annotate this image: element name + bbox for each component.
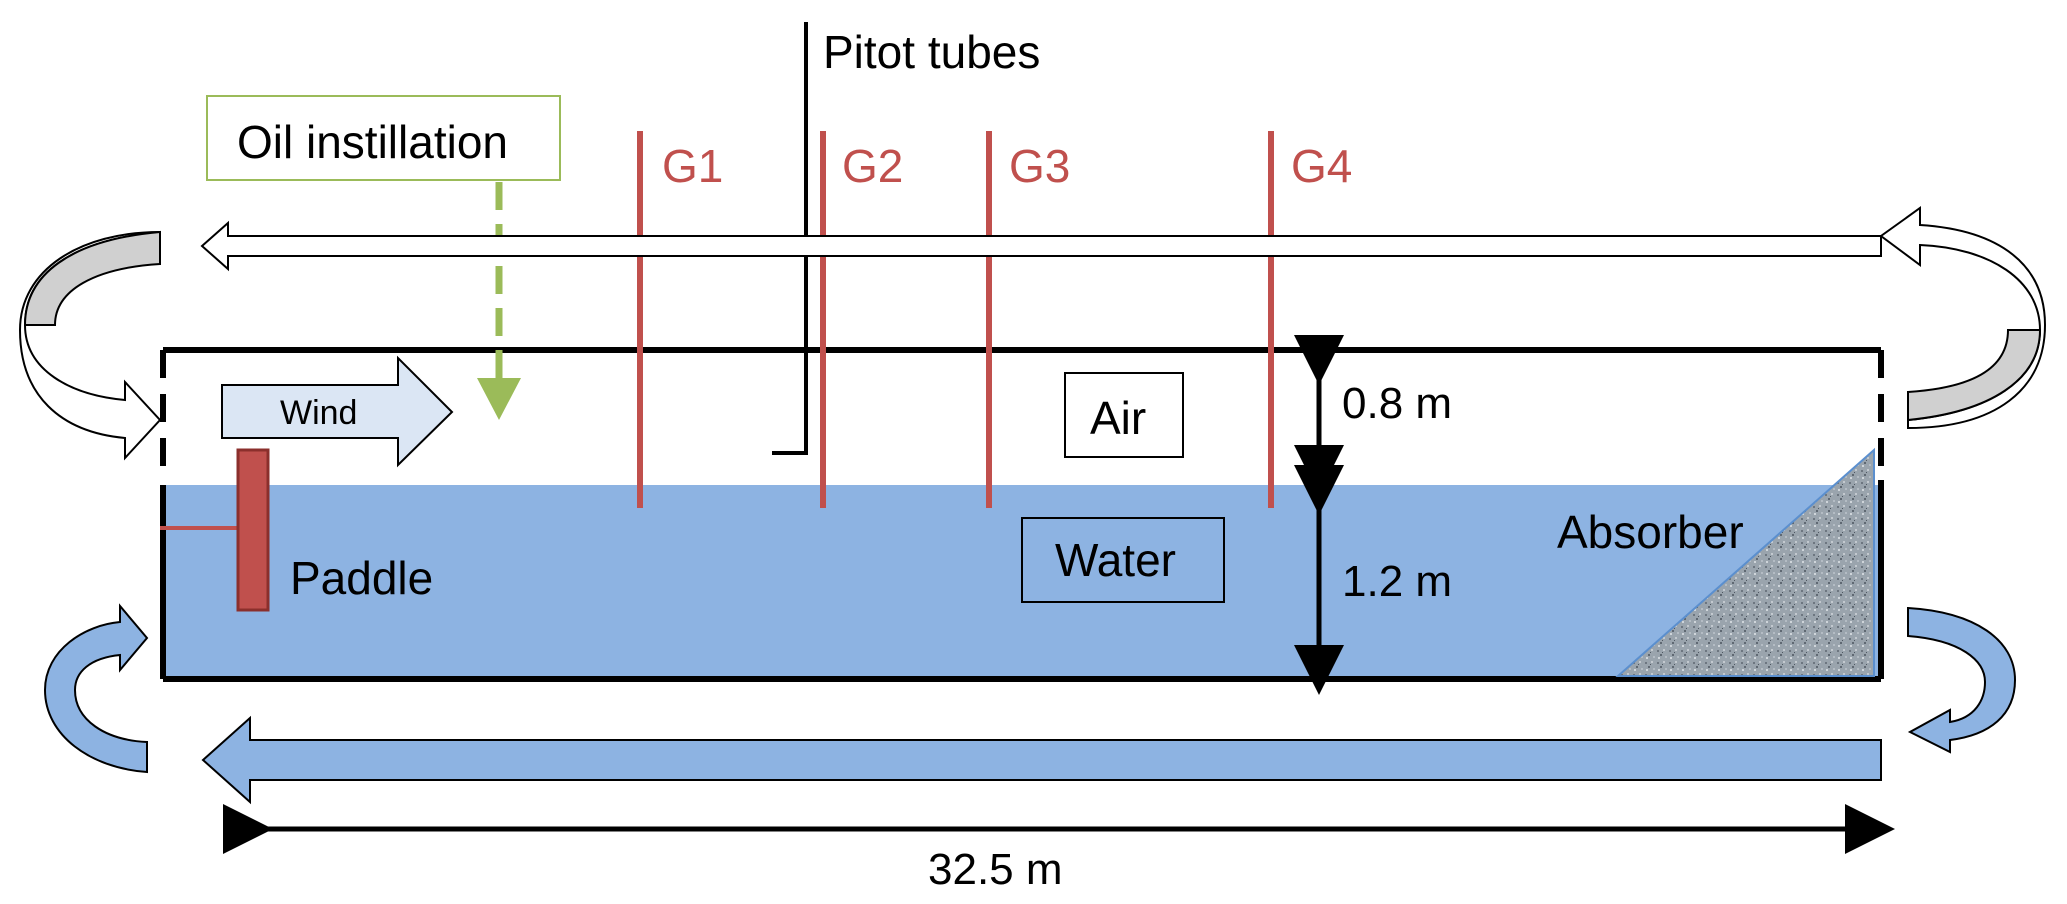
air-label: Air — [1090, 392, 1146, 444]
curved-arrow-water-icon — [43, 603, 149, 774]
curved-arrow-gray-icon — [23, 230, 161, 326]
wind-label: Wind — [280, 394, 357, 432]
water-label: Water — [1055, 534, 1176, 586]
absorber-label: Absorber — [1557, 506, 1744, 558]
water-label-box — [1021, 517, 1225, 603]
curved-arrow-water-icon — [1907, 606, 2017, 754]
oil-instillation-label: Oil instillation — [237, 116, 508, 168]
pitot-tube — [772, 22, 808, 455]
pitot-tubes-label: Pitot tubes — [823, 26, 1040, 78]
water-height-label: 1.2 m — [1342, 557, 1452, 606]
air-height-label: 0.8 m — [1342, 379, 1452, 428]
gauge-label: G4 — [1291, 140, 1352, 192]
length-label: 32.5 m — [928, 845, 1063, 894]
curved-arrow-gray-icon — [1907, 329, 2042, 422]
wind-arrow-icon — [221, 355, 454, 468]
absorber-wedge — [1615, 447, 1875, 677]
paddle — [236, 448, 270, 612]
water-return-arrow-icon — [201, 715, 1882, 805]
gauge-label: G3 — [1009, 140, 1070, 192]
oil-instillation-box — [206, 95, 561, 181]
air-return-arrow-icon — [200, 220, 1882, 272]
gauge-label: G2 — [842, 140, 903, 192]
oil-arrow-icon — [477, 378, 521, 420]
paddle-label: Paddle — [290, 552, 433, 604]
gauge-label: G1 — [662, 140, 723, 192]
air-label-box — [1064, 372, 1184, 458]
